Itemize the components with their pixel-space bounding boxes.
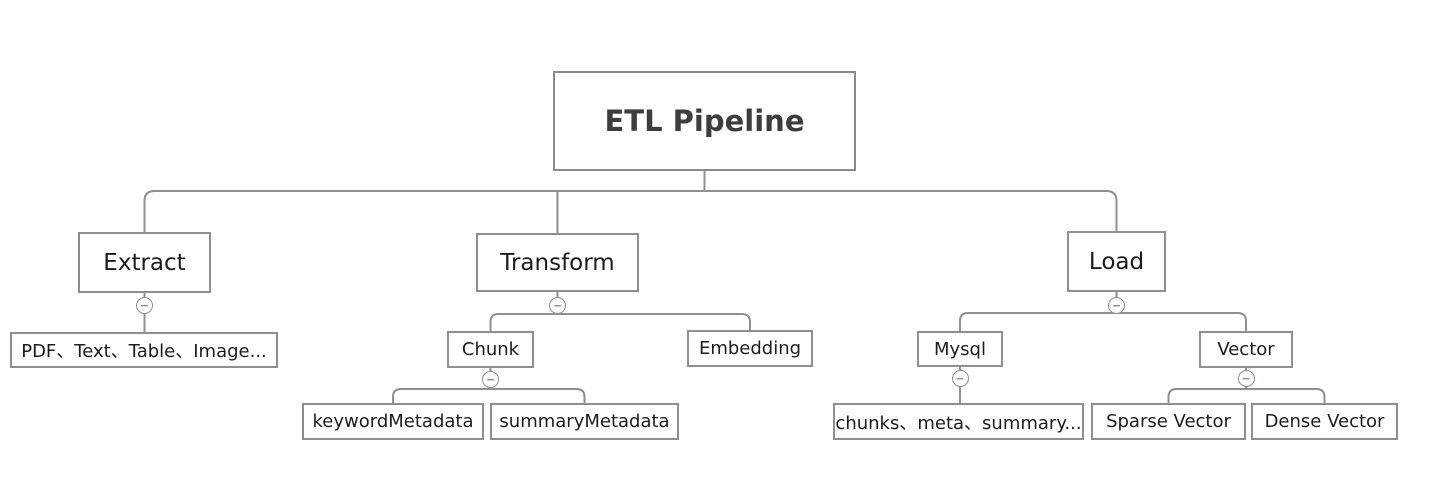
node-mysql[interactable]: Mysql bbox=[917, 331, 1003, 367]
node-vector-label: Vector bbox=[1217, 339, 1275, 360]
node-extract-items[interactable]: PDF、Text、Table、Image... bbox=[10, 332, 278, 368]
node-dense-vector[interactable]: Dense Vector bbox=[1251, 403, 1398, 440]
node-mysql-items[interactable]: chunks、meta、summary... bbox=[833, 403, 1084, 440]
collapse-button-vector[interactable]: − bbox=[1237, 369, 1255, 387]
node-extract-items-label: PDF、Text、Table、Image... bbox=[21, 341, 267, 362]
node-embedding[interactable]: Embedding bbox=[687, 330, 813, 367]
node-transform[interactable]: Transform bbox=[476, 233, 639, 292]
minus-icon: − bbox=[140, 297, 149, 313]
node-load[interactable]: Load bbox=[1067, 231, 1166, 292]
collapse-button-chunk[interactable]: − bbox=[482, 370, 499, 388]
minus-icon: − bbox=[956, 370, 964, 386]
node-embedding-label: Embedding bbox=[698, 338, 802, 359]
node-chunk[interactable]: Chunk bbox=[447, 331, 534, 368]
node-sparse-vector-label: Sparse Vector bbox=[1106, 411, 1231, 432]
collapse-button-extract[interactable]: − bbox=[136, 296, 153, 314]
node-keyword-metadata[interactable]: keywordMetadata bbox=[302, 403, 484, 440]
node-mysql-label: Mysql bbox=[934, 338, 986, 360]
collapse-button-mysql[interactable]: − bbox=[951, 369, 969, 387]
node-etl-pipeline[interactable]: ETL Pipeline bbox=[553, 71, 856, 171]
minus-icon: − bbox=[553, 297, 562, 313]
minus-icon: − bbox=[1242, 370, 1250, 386]
node-extract-label: Extract bbox=[103, 249, 186, 276]
minus-icon: − bbox=[1112, 297, 1121, 313]
node-sparse-vector[interactable]: Sparse Vector bbox=[1091, 403, 1246, 440]
node-dense-vector-label: Dense Vector bbox=[1264, 411, 1385, 432]
node-load-label: Load bbox=[1088, 248, 1145, 275]
node-transform-label: Transform bbox=[500, 249, 615, 276]
node-vector[interactable]: Vector bbox=[1199, 331, 1293, 368]
node-keyword-metadata-label: keywordMetadata bbox=[312, 411, 474, 432]
node-summary-metadata-label: summaryMetadata bbox=[499, 411, 670, 432]
node-summary-metadata[interactable]: summaryMetadata bbox=[490, 403, 679, 440]
collapse-button-transform[interactable]: − bbox=[549, 296, 566, 314]
collapse-button-load[interactable]: − bbox=[1108, 296, 1125, 314]
minus-icon: − bbox=[486, 371, 495, 387]
node-chunk-label: Chunk bbox=[461, 339, 520, 360]
node-mysql-items-label: chunks、meta、summary... bbox=[835, 412, 1082, 434]
node-extract[interactable]: Extract bbox=[78, 232, 211, 293]
node-etl-pipeline-label: ETL Pipeline bbox=[604, 104, 805, 138]
